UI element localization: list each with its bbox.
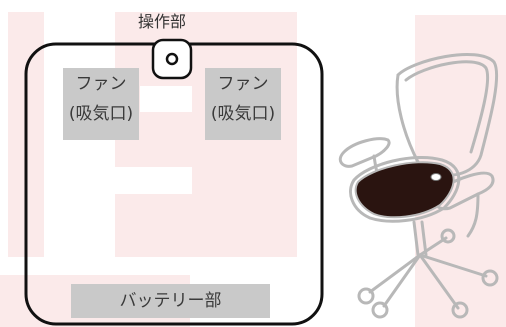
office-chair-icon bbox=[338, 53, 499, 319]
white-block-middle bbox=[113, 167, 192, 194]
battery-section: バッテリー部 bbox=[71, 284, 270, 318]
fan-right-line1: ファン bbox=[217, 74, 269, 94]
white-block-top bbox=[140, 86, 192, 112]
control-unit-label: 操作部 bbox=[138, 12, 187, 31]
fan-left-line2: (吸気口) bbox=[68, 104, 134, 124]
fan-left-line1: ファン bbox=[75, 74, 127, 94]
fan-intake-right: ファン (吸気口) bbox=[205, 68, 281, 140]
battery-label: バッテリー部 bbox=[119, 291, 222, 311]
fan-right-line2: (吸気口) bbox=[210, 104, 276, 124]
power-button-icon[interactable] bbox=[153, 40, 191, 78]
fan-intake-left: ファン (吸気口) bbox=[63, 68, 139, 140]
